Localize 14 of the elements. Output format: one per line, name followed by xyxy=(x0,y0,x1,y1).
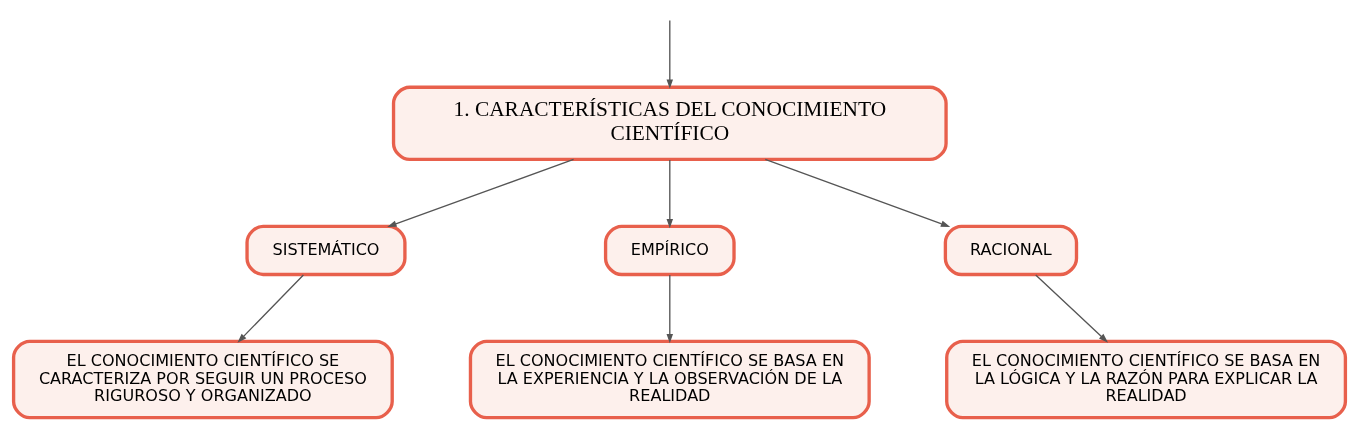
node-box: EL CONOCIMIENTO CIENTÍFICO SE BASA EN LA LÓGICA Y LA RAZÓN PARA EXPLICAR LA REALIDAD xyxy=(945,339,1348,419)
arrow xyxy=(387,158,575,227)
arrow xyxy=(666,273,674,343)
arrow xyxy=(1035,273,1109,343)
arrow xyxy=(666,158,674,228)
arrow xyxy=(666,19,674,89)
node-box: SISTEMÁTICO xyxy=(245,224,407,276)
node-box: RACIONAL xyxy=(943,224,1079,276)
node-box: 1. CARACTERÍSTICAS DEL CONOCIMIENTO CIENTÍFICO xyxy=(391,85,948,161)
node-box: EL CONOCIMIENTO CIENTÍFICO SE CARACTERIZA POR SEGUIR UN PROCESO RIGUROSO Y ORGANIZADO xyxy=(11,339,394,419)
node-box: EL CONOCIMIENTO CIENTÍFICO SE BASA EN LA EXPERIENCIA Y LA OBSERVACIÓN DE LA REALIDAD xyxy=(468,339,871,419)
arrow xyxy=(237,273,305,343)
arrow xyxy=(764,158,951,227)
node-box: EMPÍRICO xyxy=(603,224,736,276)
